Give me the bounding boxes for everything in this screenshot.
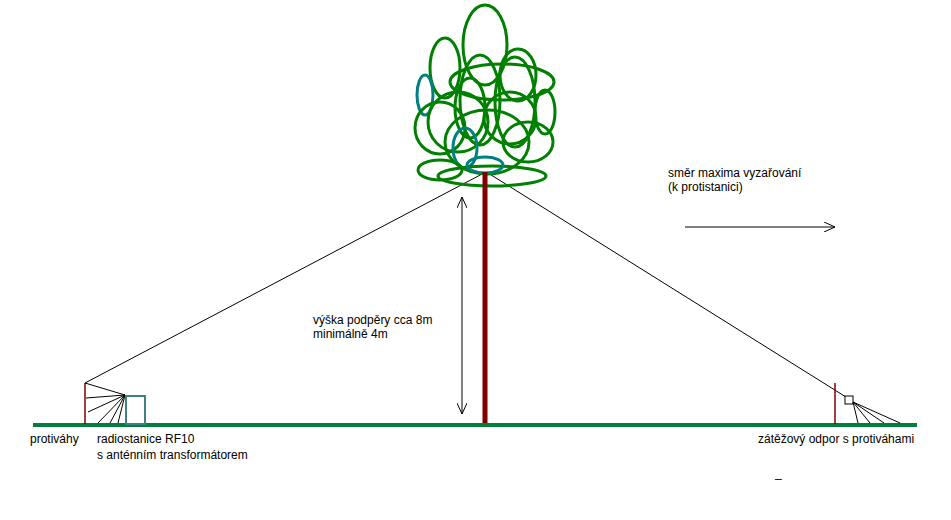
radio-station — [126, 396, 145, 424]
direction-note: směr maxima vyzařování (k protistanici) — [668, 166, 808, 194]
load-label: zátěžový odpor s protiváhami — [758, 432, 914, 446]
tree — [415, 5, 555, 186]
radio-label: s anténním transformátorem — [97, 448, 248, 462]
left-post — [84, 383, 86, 424]
antenna-wire — [488, 173, 846, 397]
height-note: výška podpěry cca 8m minimálně 4m — [313, 313, 448, 341]
load-resistor — [845, 396, 853, 404]
counterpoise-label: protiváhy — [30, 432, 79, 446]
support-pole — [483, 172, 488, 427]
counterpoise-wires — [853, 402, 900, 423]
right-post — [834, 383, 836, 424]
height-dimension — [462, 197, 463, 414]
radio-label: radiostanice RF10 — [97, 432, 194, 446]
stray-mark: _ — [775, 466, 782, 480]
direction-arrow — [685, 227, 835, 228]
counterpoise-wires — [85, 383, 125, 423]
ground-line — [33, 423, 917, 427]
antenna-wire — [85, 173, 484, 383]
